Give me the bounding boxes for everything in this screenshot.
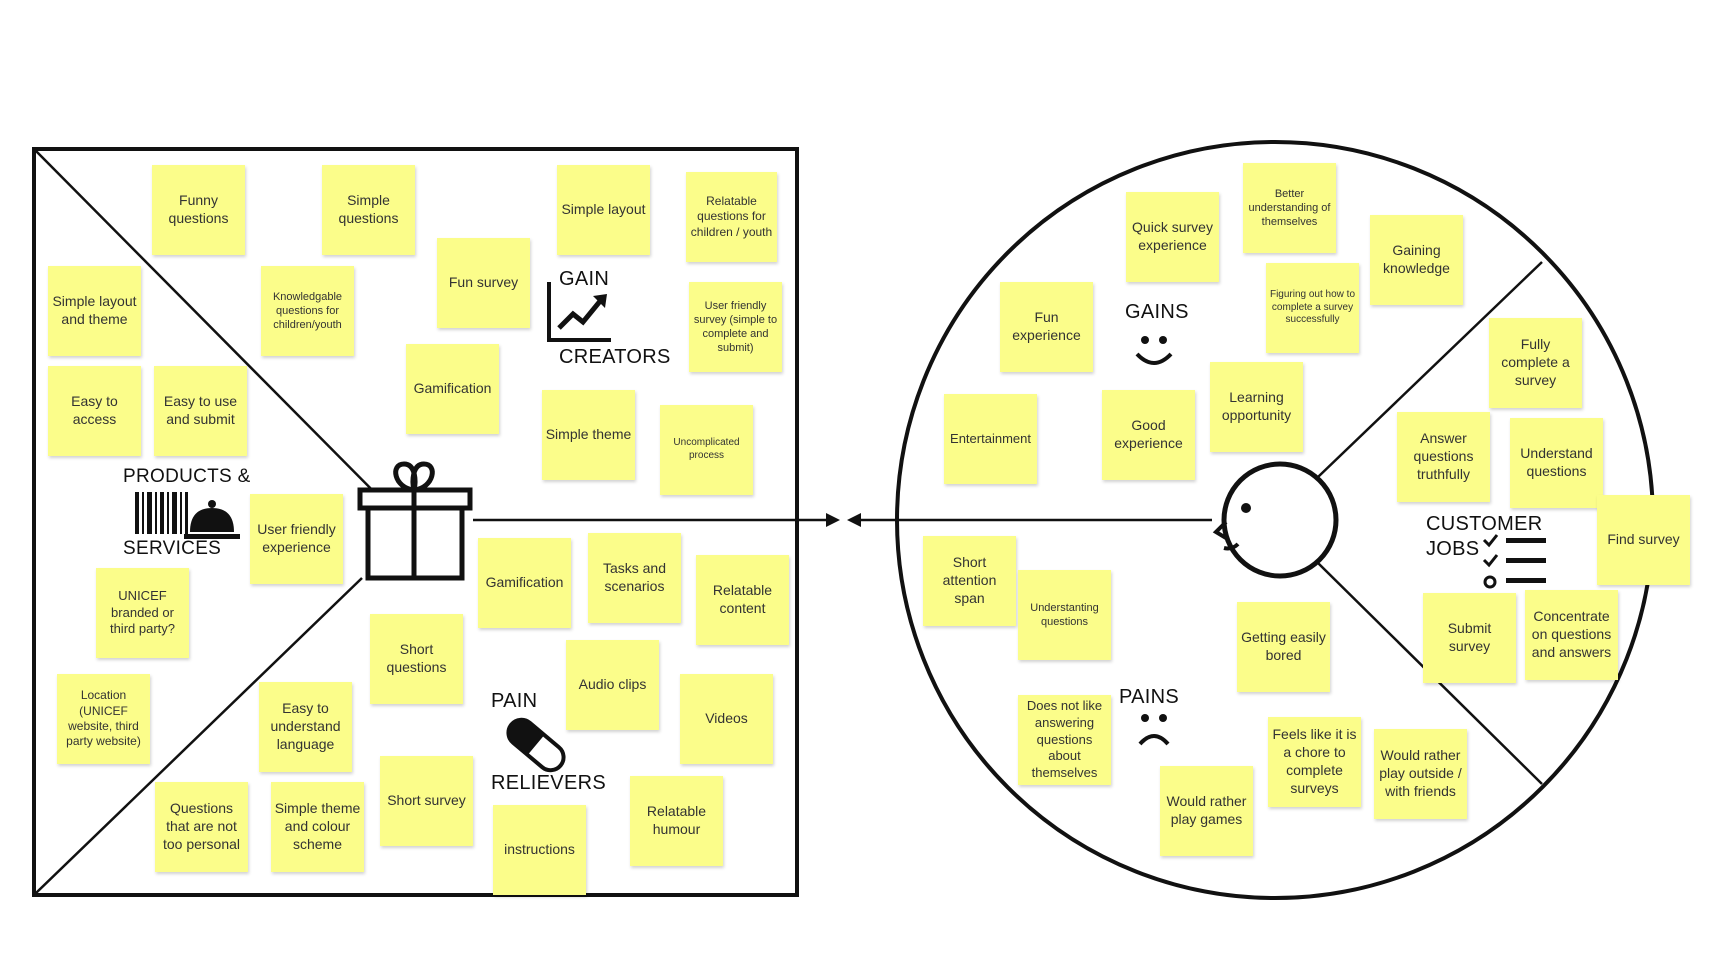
sticky-note: Easy to access [48,366,141,456]
pain-relievers-label-top: PAIN [491,690,538,712]
arrow-head-right [826,513,840,527]
sticky-note: Entertainment [944,394,1037,484]
sticky-note: Answer questions truthfully [1397,412,1490,502]
sticky-note: Would rather play games [1160,766,1253,856]
value-map-divider-top [35,150,401,519]
barcode-icon [135,492,188,534]
sticky-note: Funny questions [152,165,245,255]
sticky-note: Relatable humour [630,776,723,866]
sticky-note: Simple layout [557,165,650,255]
customer-divider-top [1317,261,1543,478]
sticky-note: Easy to understand language [259,682,352,772]
customer-face-icon [1212,461,1339,579]
sticky-note: Tasks and scenarios [588,533,681,623]
sticky-note: Simple theme [542,390,635,480]
sticky-note: Fun survey [437,238,530,328]
products-services-label-top: PRODUCTS & [123,466,251,487]
sticky-note: User friendly survey (simple to complete… [689,282,782,372]
sticky-note: Simple layout and theme [48,266,141,356]
sticky-note: Fully complete a survey [1489,318,1582,408]
sticky-note: Relatable questions for children / youth [686,172,777,262]
sticky-note: Questions that are not too personal [155,782,248,872]
sticky-note: Videos [680,674,773,764]
value-map-frame [32,147,799,897]
sticky-note: Figuring out how to complete a survey su… [1266,263,1359,353]
sticky-note: instructions [493,805,586,895]
sticky-note: Learning opportunity [1210,362,1303,452]
pill-icon [506,717,566,773]
sticky-note: Better understanding of themselves [1243,163,1336,253]
gain-creators-label-bottom: CREATORS [559,346,671,368]
smiley-icon [1135,336,1173,365]
sticky-note: Short attention span [923,536,1016,626]
arrow-head-left [847,513,861,527]
sticky-note: Understanting questions [1018,570,1111,660]
sticky-note: Gaining knowledge [1370,215,1463,305]
sticky-note: Audio clips [566,640,659,730]
sticky-note: Short survey [380,756,473,846]
sticky-note: Location (UNICEF website, third party we… [57,674,150,764]
sticky-note: Concentrate on questions and answers [1525,590,1618,680]
value-map-divider-bottom [35,577,363,894]
sticky-note: Find survey [1597,495,1690,585]
sticky-note: Does not like answering questions about … [1018,695,1111,785]
sticky-note: Uncomplicated process [660,405,753,495]
sticky-note: Understand questions [1510,418,1603,508]
sticky-note: Feels like it is a chore to complete sur… [1268,717,1361,807]
sticky-note: Gamification [406,344,499,434]
gains-label: GAINS [1125,301,1189,323]
gift-icon [357,461,473,581]
sticky-note: Simple questions [322,165,415,255]
sticky-note: User friendly experience [250,494,343,584]
sticky-note: UNICEF branded or third party? [96,568,189,658]
sticky-note: Would rather play outside / with friends [1374,729,1467,819]
growth-chart-icon [547,282,611,342]
customer-jobs-label-bottom: JOBS [1426,538,1480,560]
pain-relievers-label-bottom: RELIEVERS [491,772,606,794]
products-services-label-bottom: SERVICES [123,538,222,559]
sticky-note: Short questions [370,614,463,704]
sticky-note: Relatable content [696,555,789,645]
service-bell-icon [184,500,240,539]
sticky-note: Simple theme and colour scheme [271,782,364,872]
sticky-note: Quick survey experience [1126,192,1219,282]
sticky-note: Easy to use and submit [154,366,247,456]
checklist-icon [1482,534,1546,589]
sticky-note: Good experience [1102,390,1195,480]
sticky-note: Getting easily bored [1237,602,1330,692]
pains-label: PAINS [1119,686,1180,708]
sticky-note: Submit survey [1423,593,1516,683]
frown-icon [1138,714,1170,746]
customer-jobs-label-top: CUSTOMER [1426,513,1543,535]
sticky-note: Gamification [478,538,571,628]
sticky-note: Knowledgable questions for children/yout… [261,266,354,356]
sticky-note: Fun experience [1000,282,1093,372]
gain-creators-label-top: GAIN [559,268,610,290]
